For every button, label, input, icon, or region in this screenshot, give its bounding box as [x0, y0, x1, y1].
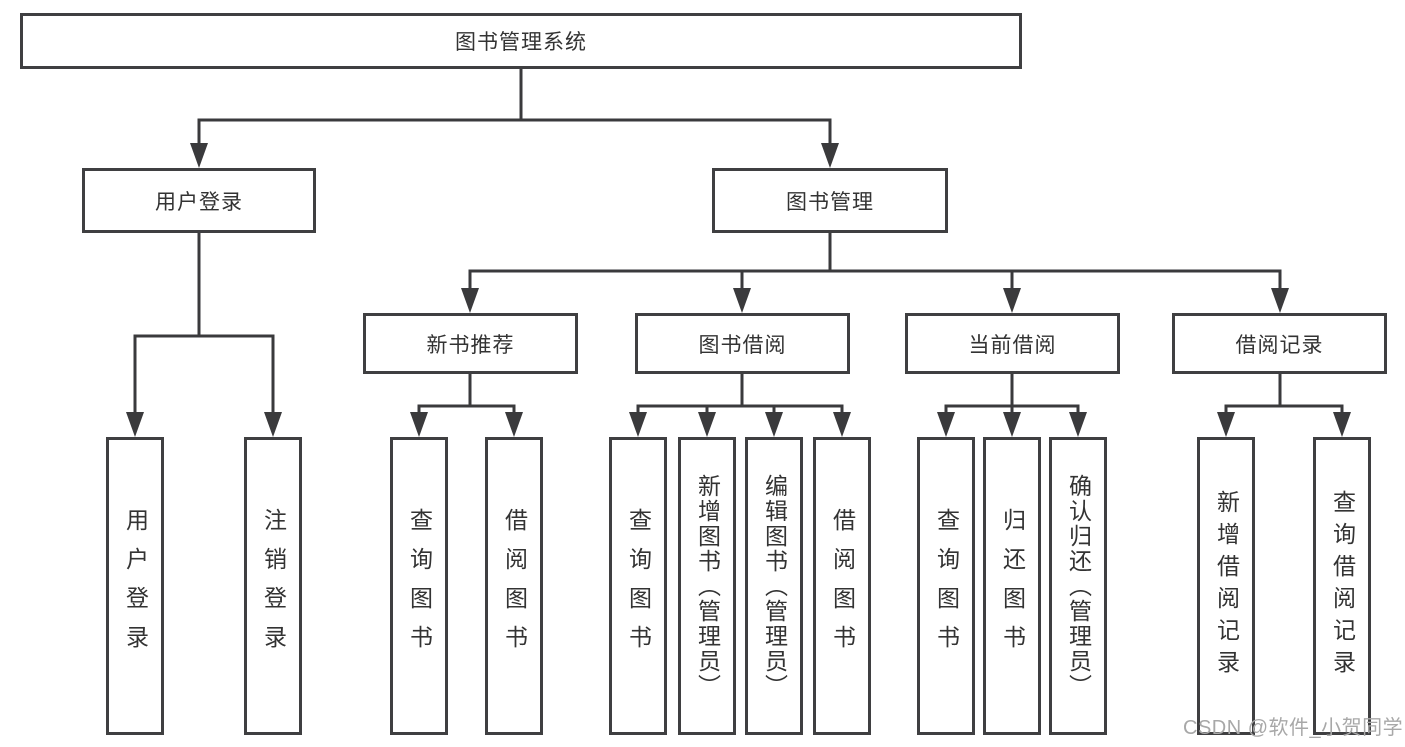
node-book-borrowing-label: 图书借阅 [698, 333, 787, 357]
leaf-rec-query-books: 查询图书 [390, 437, 448, 735]
leaf-br-query-record: 查询借阅记录 [1313, 437, 1371, 735]
node-book-management-label: 图书管理 [786, 190, 874, 214]
leaf-cb-return-books-label: 归还图书 [999, 508, 1026, 664]
leaf-cb-return-books: 归还图书 [983, 437, 1041, 735]
leaf-rec-borrow-books-label: 借阅图书 [501, 508, 528, 664]
node-new-book-recommend-label: 新书推荐 [426, 333, 515, 357]
node-book-borrowing: 图书借阅 [635, 313, 850, 374]
leaf-bb-add-books-label: 新增图书（管理员） [694, 473, 721, 699]
leaf-cb-query-books-label: 查询图书 [933, 508, 960, 664]
leaf-bb-query-books: 查询图书 [609, 437, 667, 735]
node-borrowing-records-label: 借阅记录 [1235, 333, 1324, 357]
leaf-rec-query-books-label: 查询图书 [406, 508, 433, 664]
node-user-login: 用户登录 [82, 168, 316, 233]
leaf-bb-edit-books: 编辑图书（管理员） [745, 437, 803, 735]
node-current-borrowing: 当前借阅 [905, 313, 1120, 374]
leaf-cb-confirm-return-label: 确认归还（管理员） [1065, 473, 1092, 699]
leaf-br-add-record: 新增借阅记录 [1197, 437, 1255, 735]
leaf-logout-label: 注销登录 [260, 508, 287, 664]
leaf-user-login-label: 用户登录 [122, 508, 149, 664]
node-borrowing-records: 借阅记录 [1172, 313, 1387, 374]
leaf-user-login: 用户登录 [106, 437, 164, 735]
leaf-rec-borrow-books: 借阅图书 [485, 437, 543, 735]
node-library-system-label: 图书管理系统 [455, 31, 587, 54]
node-current-borrowing-label: 当前借阅 [968, 333, 1057, 357]
leaf-br-query-record-label: 查询借阅记录 [1329, 490, 1356, 682]
leaf-bb-edit-books-label: 编辑图书（管理员） [761, 473, 788, 699]
leaf-bb-borrow-books: 借阅图书 [813, 437, 871, 735]
leaf-logout: 注销登录 [244, 437, 302, 735]
leaf-bb-add-books: 新增图书（管理员） [678, 437, 736, 735]
node-library-system: 图书管理系统 [20, 13, 1022, 69]
leaf-br-add-record-label: 新增借阅记录 [1213, 490, 1240, 682]
arrowheads [126, 143, 1351, 437]
csdn-watermark: CSDN @软件_小贺同学 [1183, 717, 1404, 739]
leaf-cb-query-books: 查询图书 [917, 437, 975, 735]
node-user-login-label: 用户登录 [155, 190, 243, 214]
leaf-bb-query-books-label: 查询图书 [625, 508, 652, 664]
node-book-management: 图书管理 [712, 168, 948, 233]
leaf-bb-borrow-books-label: 借阅图书 [829, 508, 856, 664]
node-new-book-recommend: 新书推荐 [363, 313, 578, 374]
leaf-cb-confirm-return: 确认归还（管理员） [1049, 437, 1107, 735]
